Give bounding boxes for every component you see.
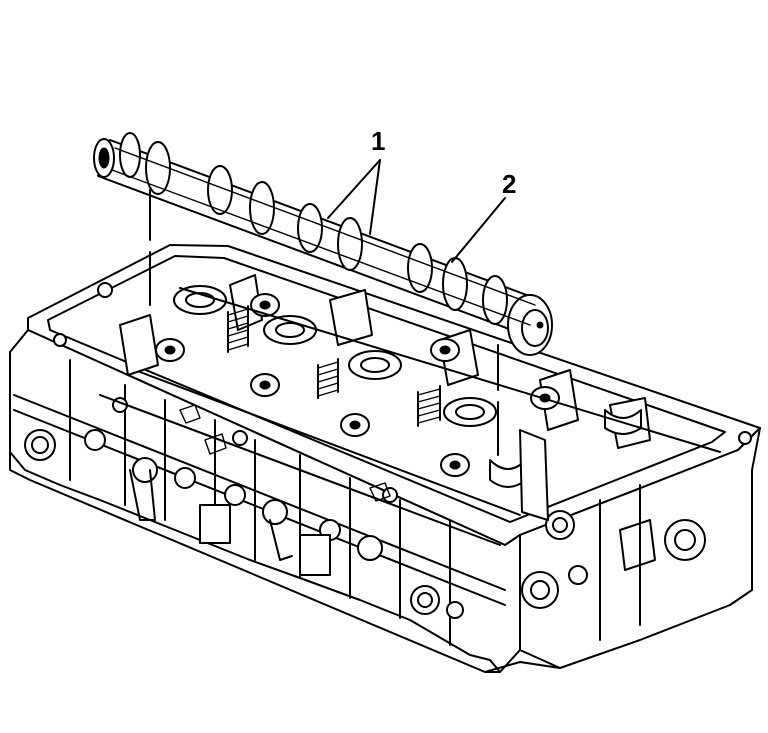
valvetrain	[99, 274, 721, 546]
callout-leaders	[327, 159, 506, 263]
callout-2-label: 2	[502, 169, 516, 199]
camshaft	[93, 132, 553, 356]
alignment-lines	[149, 189, 499, 456]
cylinder-head	[9, 244, 761, 673]
callout-1-label: 1	[371, 126, 385, 156]
